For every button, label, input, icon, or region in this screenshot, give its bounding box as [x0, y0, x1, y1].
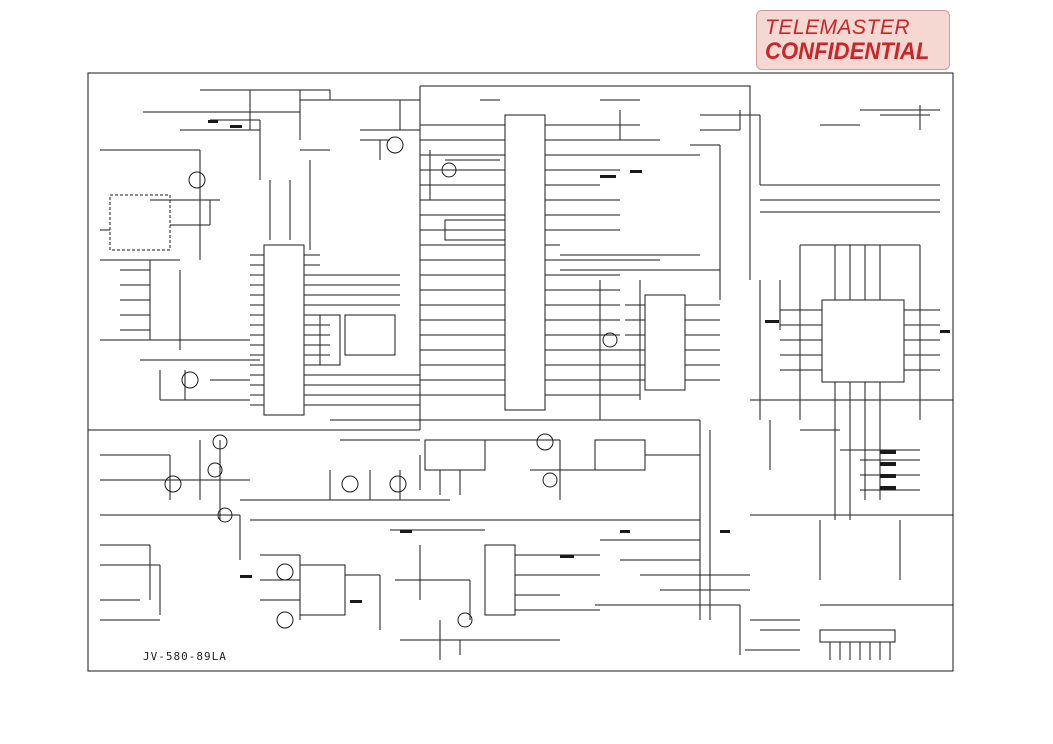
transformer-left	[299, 564, 346, 616]
transistor-q12	[542, 472, 558, 488]
transistor-q5	[212, 434, 228, 450]
transistor-q13	[602, 332, 618, 348]
transistor-q6	[207, 462, 223, 478]
transistor-q4	[181, 371, 199, 389]
transistor-q16	[457, 612, 473, 628]
transistor-q7	[164, 475, 182, 493]
ic-left	[263, 244, 305, 416]
transformer-fbt	[484, 544, 516, 616]
transistor-q14	[276, 563, 294, 581]
stamp-line-2: CONFIDENTIAL	[765, 38, 930, 65]
transistor-q11	[536, 433, 554, 451]
transistor-q2	[386, 136, 404, 154]
transistor-q10	[389, 475, 407, 493]
ic-lower-right	[594, 439, 646, 471]
ic-center	[504, 114, 546, 411]
schematic-border	[87, 72, 954, 672]
ic-lower-left	[424, 439, 486, 471]
transistor-q3	[441, 162, 457, 178]
ic-right	[821, 299, 905, 383]
component-labels	[208, 120, 950, 603]
ic-small-left	[344, 314, 396, 356]
model-number-label: JV-580-89LA	[143, 650, 227, 663]
transistors	[164, 136, 618, 629]
confidential-stamp: TELEMASTER CONFIDENTIAL	[756, 10, 950, 70]
connector-p1	[819, 629, 896, 643]
transistor-q15	[276, 611, 294, 629]
stamp-line-1: TELEMASTER	[765, 16, 911, 39]
transistor-q8	[217, 507, 233, 523]
transistor-q9	[341, 475, 359, 493]
ic-mid-right	[644, 294, 686, 391]
transistor-q1	[188, 171, 206, 189]
